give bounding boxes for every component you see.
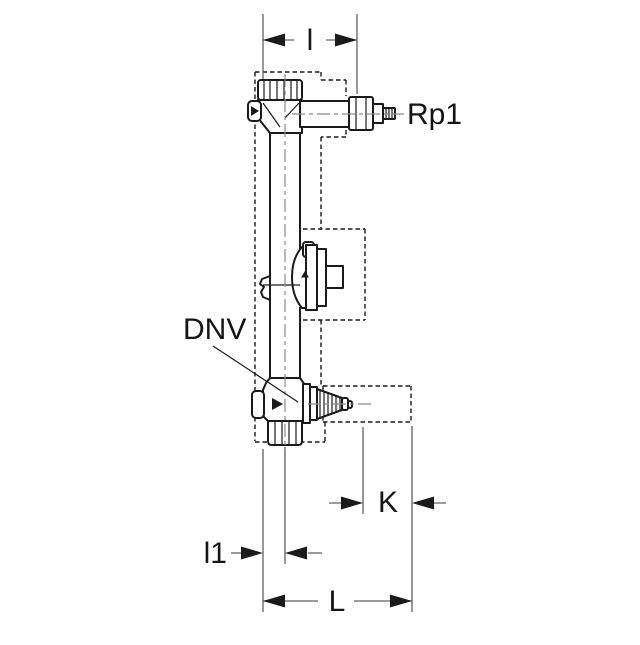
label-dnv: DNV <box>183 313 246 346</box>
valve-spindle-knob <box>325 265 344 289</box>
dnv-leader-line <box>212 345 299 403</box>
top-tee-fitting <box>247 79 396 134</box>
dimension-l1: l1 <box>204 447 322 612</box>
flow-marker-icon <box>272 398 283 410</box>
drain-handle <box>251 390 265 419</box>
dimension-l-top: l <box>262 14 358 98</box>
flow-marker-icon <box>301 271 309 278</box>
drain-valve-body <box>262 377 306 422</box>
arrowhead-right-icon <box>241 546 263 560</box>
dimension-k: K <box>329 426 446 612</box>
arrowhead-right-icon <box>341 496 363 510</box>
dim-label-l: l <box>307 24 314 57</box>
concealed-valve <box>259 241 344 311</box>
valve-flange-inner <box>316 248 327 307</box>
arrowhead-left-icon <box>412 496 434 510</box>
dashed-housing-outline <box>254 71 412 443</box>
dim-label-length: L <box>329 585 346 618</box>
centerlines <box>284 74 404 450</box>
callouts: Rp1 DNV <box>183 98 462 403</box>
arrowhead-right-icon <box>390 594 412 608</box>
supply-pipe <box>269 133 301 380</box>
dim-label-l1: l1 <box>204 537 227 570</box>
flow-marker-icon <box>251 106 259 116</box>
drain-valve <box>251 377 353 446</box>
valve-body <box>291 246 308 309</box>
dimension-length-l: L <box>263 585 412 618</box>
label-rp1: Rp1 <box>407 98 462 131</box>
arrowhead-left-icon <box>263 33 285 47</box>
valve-left-lug <box>259 275 271 301</box>
arrowhead-right-icon <box>335 33 357 47</box>
arrowhead-left-icon <box>263 594 285 608</box>
dim-label-k: K <box>378 486 398 519</box>
arrowhead-left-icon <box>285 546 307 560</box>
